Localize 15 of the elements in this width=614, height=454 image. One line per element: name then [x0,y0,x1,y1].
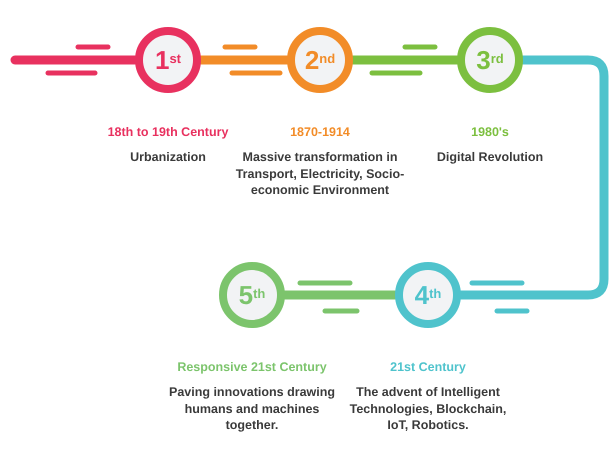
period-label: Responsive 21st Century [177,360,327,376]
milestone-number: 3$^{rd}$ [476,47,504,73]
period-label: 1980's [471,125,509,141]
milestone-description: Urbanization [130,148,206,166]
milestone-number: 5$^{th}$ [238,282,266,308]
milestone-number: 2$^{nd}$ [304,47,336,73]
period-label: 18th to 19th Century [108,125,228,141]
milestone-description: Massive transformation in Transport, Electricity, Socio-economic Environment [234,148,406,200]
milestone-description: The advent of Intelligent Technologies, Blockchain, IoT, Robotics. [348,384,508,434]
milestone-description: Paving innovations drawing humans and machines together. [168,384,336,434]
milestone-number: 4$^{th}$ [414,282,442,308]
milestone-description: Digital Revolution [436,148,544,166]
period-label: 1870-1914 [290,125,350,141]
milestone-number: 1$^{st}$ [154,47,182,73]
period-label: 21st Century [390,360,466,376]
